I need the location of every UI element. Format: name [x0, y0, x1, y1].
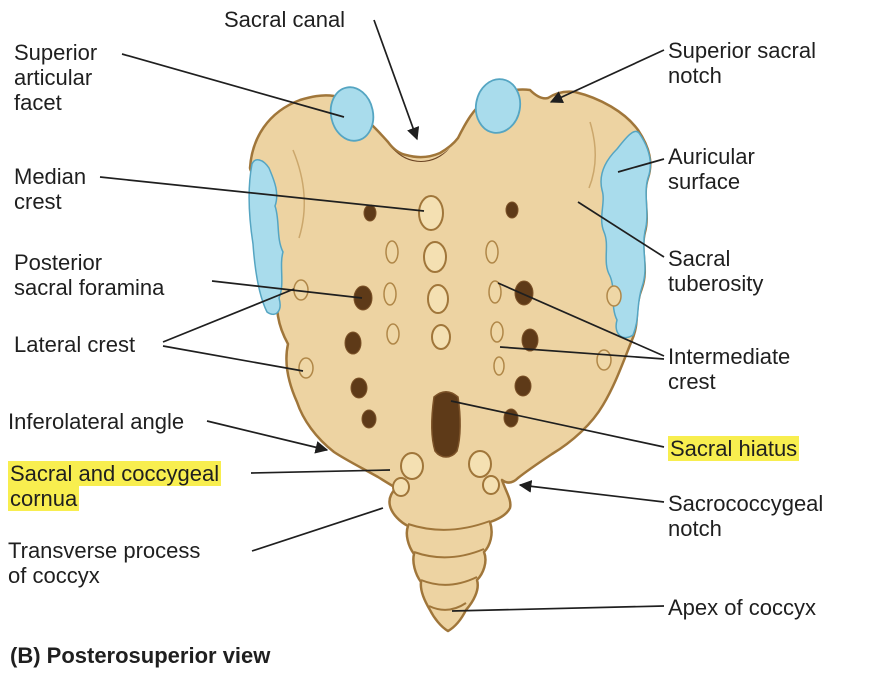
label-apex-of-coccyx: Apex of coccyx	[668, 595, 816, 620]
sacral-hiatus-shape	[431, 391, 461, 458]
label-median-crest: Median crest	[14, 164, 86, 214]
label-line: articular	[14, 65, 93, 90]
leader-sacral-and-coccygeal-cornua	[250, 469, 391, 474]
label-line: of coccyx	[8, 563, 100, 588]
leader-median-crest	[99, 176, 425, 212]
leader-sacral-hiatus	[450, 400, 665, 448]
bone-contour-lines	[292, 121, 596, 239]
label-posterior-sacral-foramina: Posterior sacral foramina	[14, 250, 164, 300]
sacral-canal-opening	[392, 148, 450, 162]
label-line: Posterior	[14, 250, 103, 275]
leader-transverse-process-of-coccyx	[251, 507, 384, 552]
intermediate-crest-shape	[383, 240, 505, 376]
leader-lateral-crest-lower	[162, 345, 304, 372]
label-sacral-canal: Sacral canal	[224, 7, 346, 32]
label-line: Transverse process	[8, 538, 201, 563]
label-sacral-hiatus: Sacral hiatus	[668, 436, 800, 461]
label-line: tuberosity	[668, 271, 764, 296]
label-line: Superior sacral	[668, 38, 816, 63]
label-line: surface	[668, 169, 741, 194]
highlight-text: Sacral and coccygeal	[8, 461, 222, 486]
label-sacrococcygeal-notch: Sacrococcygeal notch	[668, 491, 823, 541]
label-line: notch	[668, 63, 722, 88]
label-lateral-crest: Lateral crest	[14, 332, 136, 357]
superior-articular-facet-left-shape	[329, 86, 375, 142]
label-sacral-and-coccygeal-cornua: Sacral and coccygeal cornua	[8, 461, 222, 511]
superior-articular-facet-right-shape	[474, 78, 522, 134]
label-line: cornua	[8, 486, 221, 511]
posterior-sacral-foramina-shape	[344, 201, 539, 429]
lateral-crest-shape	[293, 279, 622, 379]
label-line: Sacrococcygeal	[668, 491, 824, 516]
label-line: Sacral and coccygeal	[8, 461, 222, 486]
leader-lateral-crest-upper	[162, 288, 295, 343]
label-line: Auricular	[668, 144, 755, 169]
leader-superior-sacral-notch	[549, 49, 665, 103]
label-line: Superior	[14, 40, 98, 65]
auricular-surface-left-shape	[248, 159, 284, 316]
label-intermediate-crest: Intermediate crest	[668, 344, 790, 394]
label-line: Intermediate	[668, 344, 791, 369]
leader-sacrococcygeal-notch	[518, 480, 665, 503]
leader-intermediate-crest-lower	[499, 346, 665, 360]
label-line: Median	[14, 164, 87, 189]
coccyx-segments-shape	[407, 520, 491, 611]
sacrum-body-shape	[248, 88, 652, 633]
highlight-text: cornua	[8, 486, 80, 511]
label-superior-articular-facet: Superior articular facet	[14, 40, 97, 115]
label-line: notch	[668, 516, 722, 541]
label-line: Sacral	[668, 246, 731, 271]
figure-caption: (B) Posterosuperior view	[10, 643, 271, 668]
leader-intermediate-crest-upper	[497, 282, 665, 357]
leader-apex-of-coccyx	[451, 605, 665, 612]
leader-inferolateral-angle	[206, 420, 329, 454]
leader-sacral-tuberosity	[577, 201, 665, 258]
label-line: crest	[668, 369, 716, 394]
label-line: crest	[14, 189, 62, 214]
label-auricular-surface: Auricular surface	[668, 144, 755, 194]
label-transverse-process-of-coccyx: Transverse process of coccyx	[8, 538, 200, 588]
cornua-shape	[392, 450, 500, 497]
label-superior-sacral-notch: Superior sacral notch	[668, 38, 816, 88]
leader-posterior-sacral-foramina	[211, 280, 363, 299]
leader-auricular-surface	[617, 158, 665, 173]
label-sacral-tuberosity: Sacral tuberosity	[668, 246, 763, 296]
leader-superior-articular-facet	[121, 53, 345, 118]
median-crest-shape	[418, 195, 451, 350]
label-line: sacral foramina	[14, 275, 165, 300]
leader-sacral-canal	[373, 19, 420, 141]
label-line: facet	[14, 90, 62, 115]
highlight-text: Sacral hiatus	[668, 436, 800, 461]
label-inferolateral-angle: Inferolateral angle	[8, 409, 185, 434]
